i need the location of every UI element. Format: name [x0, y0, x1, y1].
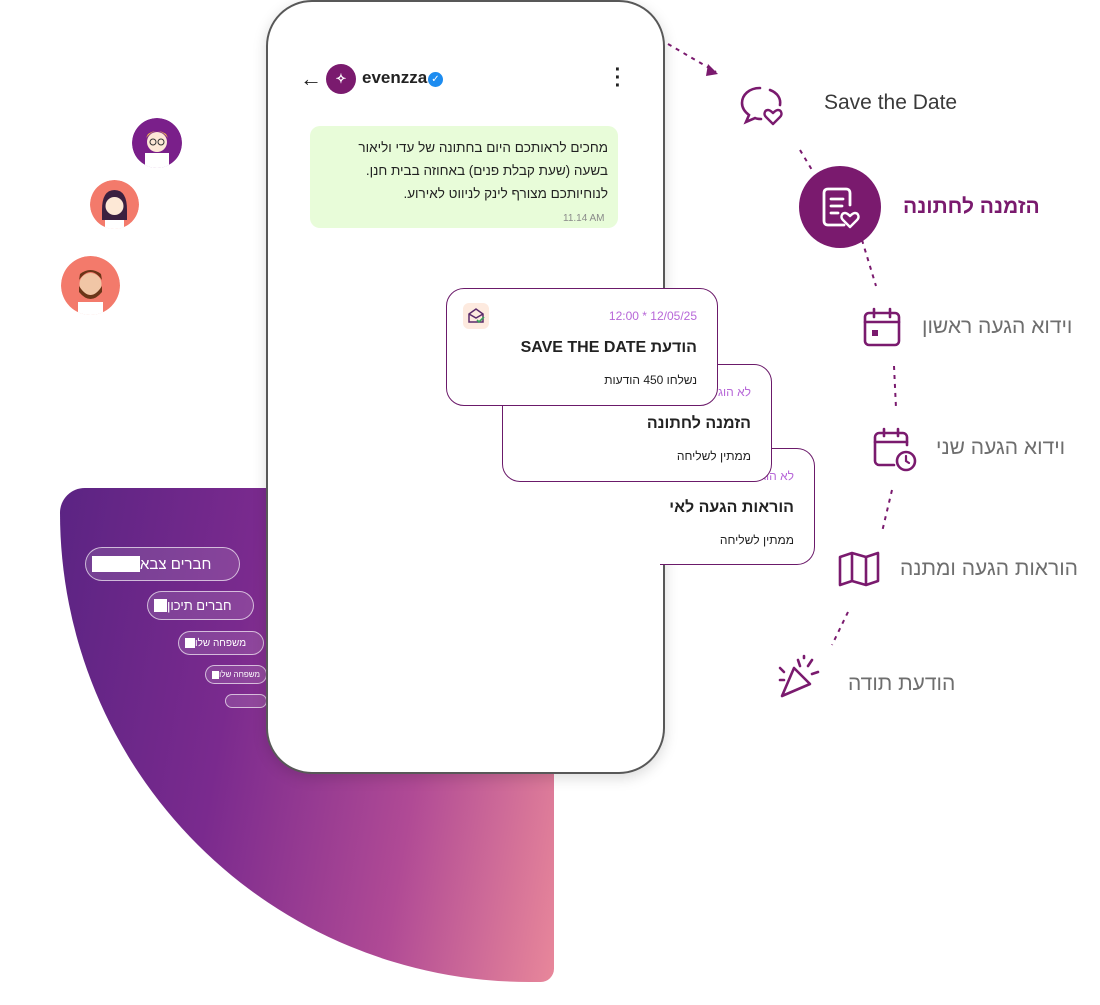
group-tag-his-family-small[interactable]: משפחה שלו — [205, 665, 267, 684]
kebab-menu-icon[interactable]: ··· — [614, 59, 622, 97]
dotted-timeline — [799, 149, 897, 646]
campaign-card-save-the-date[interactable]: 12:00 * 12/05/25 הודעת SAVE THE DATE נשל… — [446, 288, 718, 406]
group-tag-army-friends[interactable]: חברים צבא — [85, 547, 240, 581]
group-tag-his-family[interactable]: משפחה שלו — [178, 631, 264, 655]
avatar-blond-guest — [132, 118, 182, 168]
chat-message-line: לנוחיותכם מצורף לינק לניווט לאירוע. — [403, 186, 608, 201]
envelope-check-icon — [463, 303, 489, 329]
checkbox-icon — [212, 670, 220, 679]
card-status: 12:00 * 12/05/25 — [608, 309, 697, 323]
card-subtitle: ממתין לשליחה — [719, 533, 794, 547]
checkbox-icon — [185, 638, 195, 648]
party-popper-icon — [778, 654, 820, 698]
chat-contact-name: evenzza — [362, 68, 428, 87]
map-icon — [838, 551, 880, 587]
step-save-the-date[interactable]: Save the Date — [824, 91, 958, 114]
step-first-rsvp[interactable]: וידוא הגעה ראשון — [922, 315, 1073, 338]
back-arrow-icon[interactable]: ← — [300, 66, 322, 91]
step-wedding-invitation[interactable]: הזמנה לחתונה — [903, 195, 1040, 218]
step-second-rsvp[interactable]: וידוא הגעה שני — [936, 436, 1066, 459]
card-title: הודעת SAVE THE DATE — [520, 339, 697, 356]
evenzza-logo-icon: ✧ — [326, 64, 356, 94]
checkbox-icon — [92, 556, 140, 572]
group-tag-highschool-friends[interactable]: חברים תיכון — [147, 591, 254, 620]
dotted-arrow-connector — [667, 43, 718, 76]
chat-message-bubble: מחכים לראותכם היום בחתונה של עדי וליאור … — [310, 126, 618, 228]
document-heart-icon[interactable] — [799, 166, 881, 248]
card-subtitle: נשלחו 450 הודעות — [604, 373, 697, 387]
group-tag-faded — [225, 694, 267, 708]
avatar-bearded-guest — [61, 256, 120, 315]
chat-message-line: בשעה (שעת קבלת פנים) באחוזה בבית חנן. — [365, 163, 608, 178]
step-directions-and-gift[interactable]: הוראות הגעה ומתנה — [900, 557, 1078, 580]
step-thank-you-message[interactable]: הודעת תודה — [848, 672, 956, 695]
message-timestamp: 11.14 AM — [563, 213, 605, 224]
avatar-woman-guest — [90, 180, 139, 229]
card-status: לא הוגש — [709, 385, 751, 399]
chat-message-line: מחכים לראותכם היום בחתונה של עדי וליאור — [358, 140, 608, 155]
calendar-icon — [863, 307, 901, 347]
card-subtitle: ממתין לשליחה — [676, 449, 751, 463]
calendar-clock-icon — [873, 427, 917, 472]
verified-badge-icon: ✓ — [428, 72, 443, 87]
card-title: הוראות הגעה לאי — [669, 499, 794, 516]
card-title: הזמנה לחתונה — [646, 415, 751, 432]
chat-heart-icon — [740, 86, 783, 126]
checkbox-icon — [154, 599, 167, 612]
